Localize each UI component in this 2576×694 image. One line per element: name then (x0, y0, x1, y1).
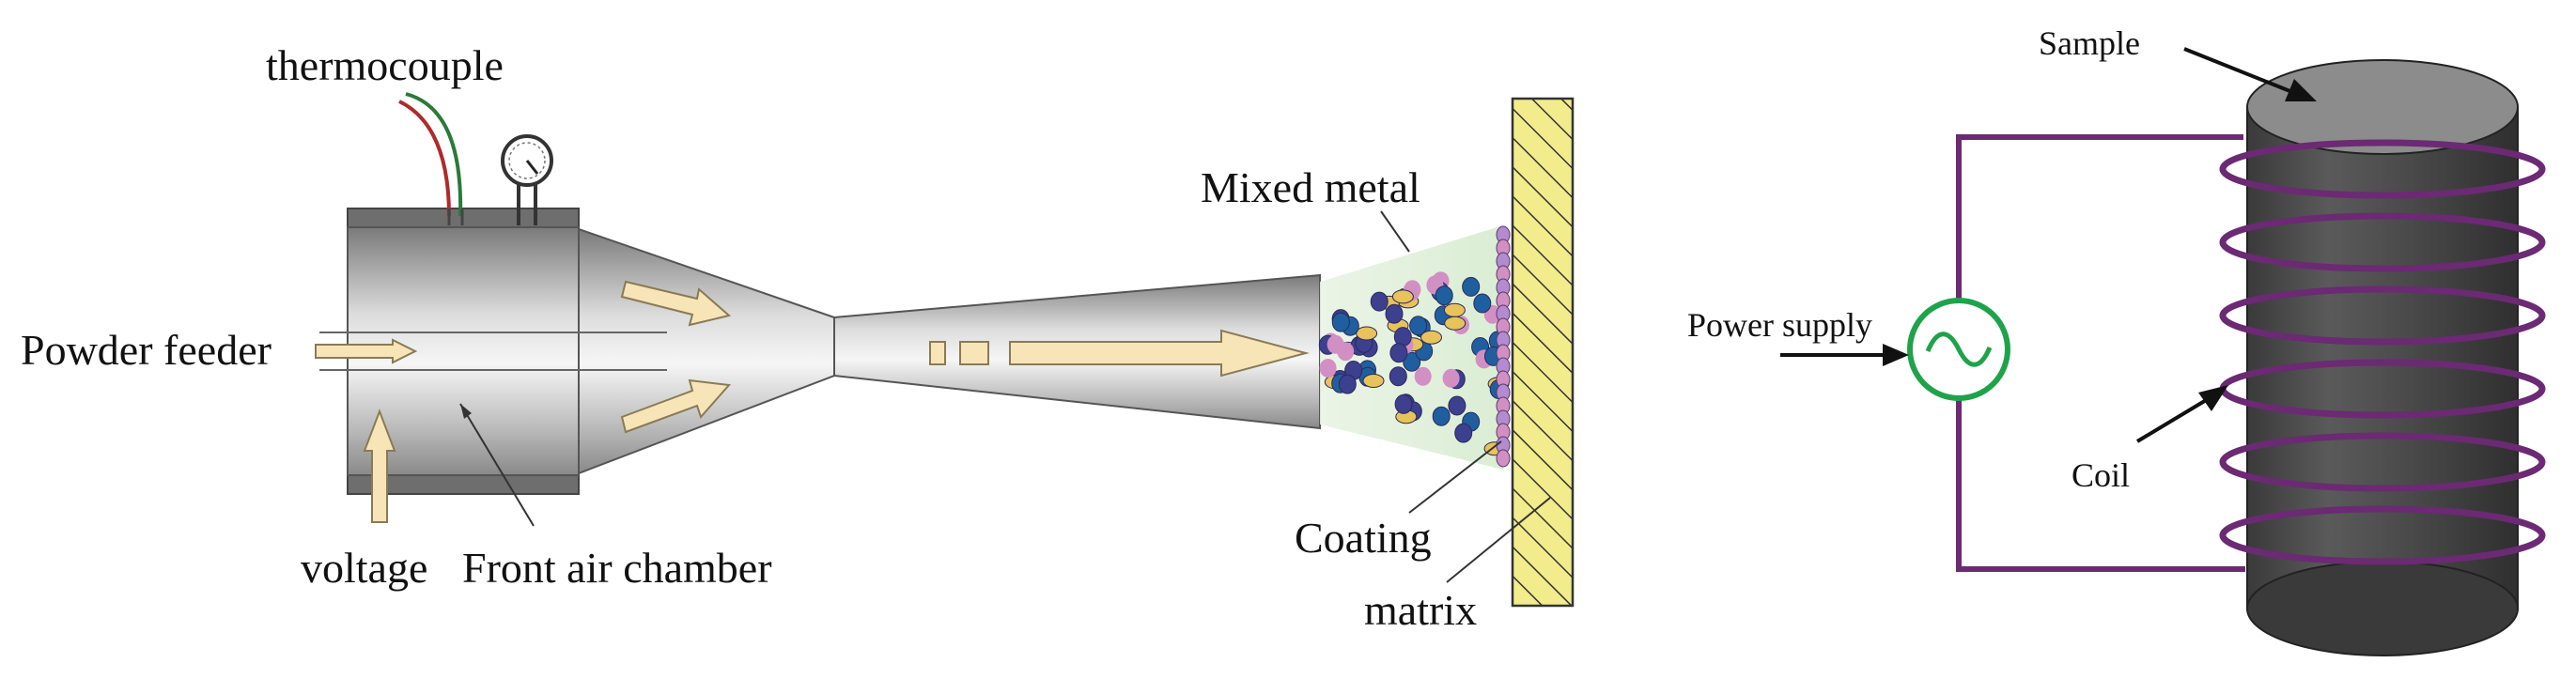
label-powder-feeder: Powder feeder (21, 326, 272, 374)
coating-pointer (1408, 440, 1502, 514)
jet-arrow (1009, 329, 1310, 378)
powder-feeder-arrow (315, 338, 418, 364)
particle (1454, 423, 1473, 443)
particle (1327, 334, 1344, 354)
sample-arrow (2183, 47, 2293, 94)
particle (1403, 351, 1421, 372)
thermocouple-wires (398, 92, 464, 225)
particle (1444, 316, 1466, 331)
coating-layer (1496, 225, 1511, 468)
front-air-chamber-pointer-head (460, 404, 472, 419)
particle (1356, 326, 1378, 341)
label-thermocouple: thermocouple (266, 41, 504, 89)
coil-loop (2219, 505, 2546, 565)
front-air-chamber-pointer (459, 403, 535, 527)
flow-arrows (315, 280, 1310, 523)
gauge-icon (501, 134, 553, 225)
substrate-matrix (1511, 97, 1575, 608)
sample-arrowhead (2285, 79, 2317, 101)
particle (1473, 293, 1492, 314)
label-front-air-chamber: Front air chamber (462, 544, 772, 592)
particle (1370, 291, 1389, 312)
coil-arrowhead (2198, 385, 2228, 411)
label-coil: Coil (2072, 456, 2130, 494)
particle (1319, 359, 1337, 378)
label-sample: Sample (2039, 24, 2140, 62)
particle (1443, 302, 1466, 317)
lower-flow-arrow (620, 378, 732, 434)
circuit (1956, 134, 2245, 572)
particle (1391, 289, 1414, 304)
particle (1414, 366, 1432, 386)
converging-nozzle (578, 227, 835, 475)
coil-loop (2219, 285, 2546, 346)
label-mixed-metal: Mixed metal (1201, 163, 1420, 211)
circuit-wire-bottom (1956, 398, 2245, 572)
circuit-wire-top (1956, 134, 2243, 301)
coil-loop (2219, 139, 2546, 199)
particle-block-2 (959, 341, 989, 365)
particle-block-1 (929, 341, 946, 365)
particle (1432, 406, 1451, 426)
power-supply-arrowhead (1883, 344, 1909, 366)
particle (1442, 368, 1460, 388)
coil-loop (2219, 432, 2546, 492)
particle (1389, 366, 1407, 387)
particle (1389, 343, 1408, 363)
coating-particle (1496, 449, 1511, 468)
label-coating: Coating (1295, 514, 1432, 562)
coil (2219, 139, 2546, 565)
sample-top-face (2246, 59, 2519, 155)
upper-flow-arrow (620, 280, 732, 327)
matrix-pointer (1446, 497, 1551, 583)
label-voltage: voltage (301, 544, 427, 592)
particle (1420, 330, 1442, 345)
voltage-arrow (363, 409, 396, 523)
mixed-metal-pointer (1380, 210, 1410, 253)
particle (1331, 312, 1350, 332)
sine-wave-icon (1907, 298, 2010, 401)
coil-loop (2219, 212, 2546, 272)
particle (1362, 374, 1385, 388)
label-matrix: matrix (1364, 586, 1477, 634)
particle (1448, 395, 1466, 416)
label-power-supply: Power supply (1687, 306, 1872, 344)
particle (1409, 316, 1428, 336)
particle (1462, 276, 1481, 297)
particle (1394, 393, 1413, 414)
coil-arrow (2135, 397, 2210, 443)
particle (1435, 285, 1453, 306)
particle (1338, 374, 1357, 394)
particle (1385, 303, 1404, 324)
